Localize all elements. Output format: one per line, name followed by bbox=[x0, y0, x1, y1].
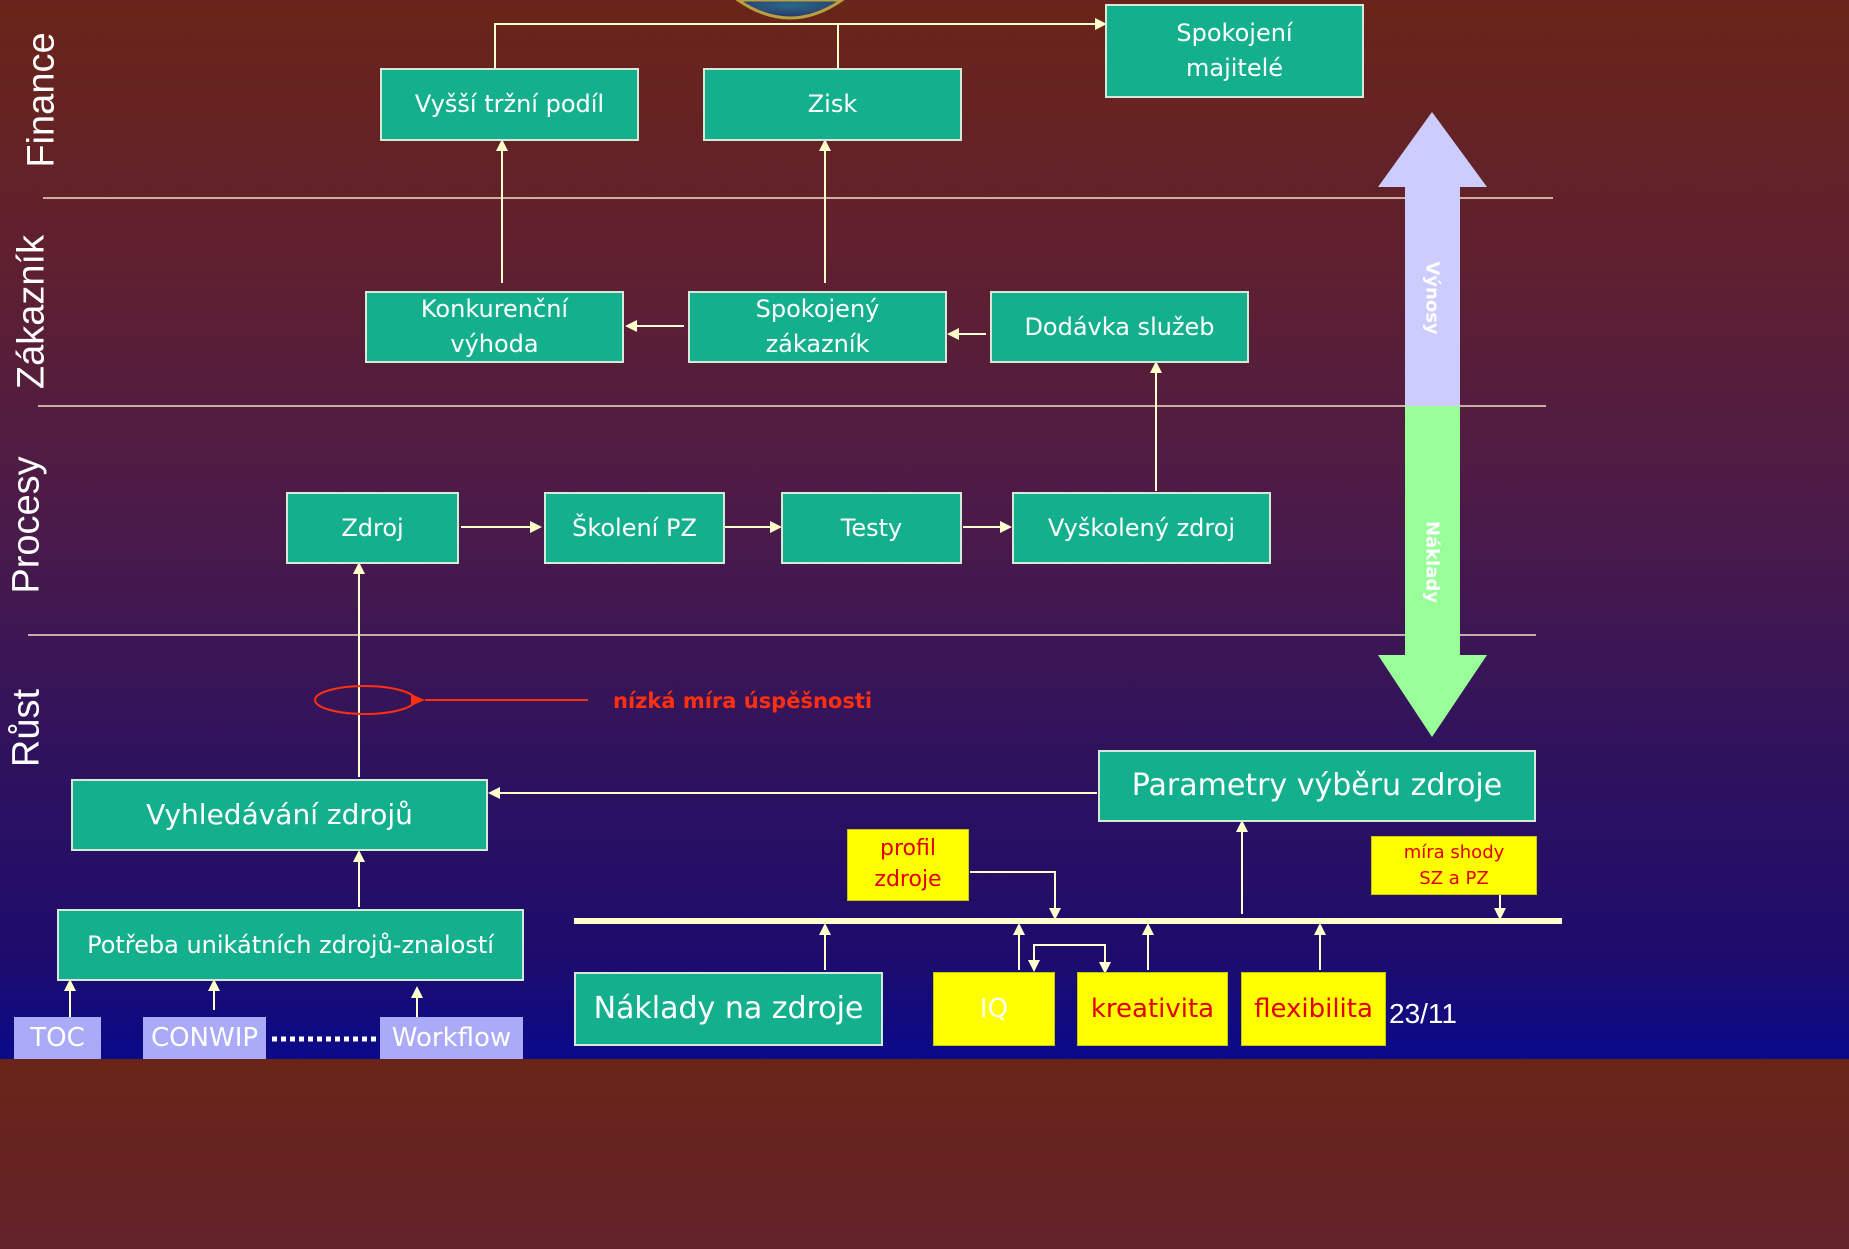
node-source: Zdroj bbox=[286, 492, 459, 564]
node-service-delivery: Dodávka služeb bbox=[990, 291, 1249, 363]
node-satisfied-customer-label: Spokojený zákazník bbox=[755, 295, 880, 358]
node-tests: Testy bbox=[781, 492, 962, 564]
node-profit: Zisk bbox=[703, 68, 962, 141]
node-source-costs: Náklady na zdroje bbox=[574, 972, 883, 1046]
node-satisfied-customer: Spokojený zákazník bbox=[688, 291, 947, 363]
lane-label-finance: Finance bbox=[20, 32, 63, 168]
revenue-label: Výnosy bbox=[1421, 261, 1443, 335]
method-toc: TOC bbox=[14, 1017, 101, 1059]
node-selection-parameters: Parametry výběru zdroje bbox=[1098, 750, 1536, 822]
method-conwip: CONWIP bbox=[143, 1017, 266, 1059]
globe-logo bbox=[735, 0, 845, 20]
node-source-profile-label: profil zdroje bbox=[874, 836, 942, 892]
diagram-connectors bbox=[28, 0, 1562, 1017]
node-flexibility: flexibilita bbox=[1241, 972, 1386, 1046]
node-creativity: kreativita bbox=[1077, 972, 1228, 1046]
problem-highlight-ellipse bbox=[314, 685, 416, 715]
node-competitive-advantage: Konkurenční výhoda bbox=[365, 291, 624, 363]
lane-label-customer: Zákazník bbox=[10, 234, 53, 390]
node-market-share: Vyšší tržní podíl bbox=[380, 68, 639, 141]
node-training: Školení PZ bbox=[544, 492, 725, 564]
node-source-search: Vyhledávání zdrojů bbox=[71, 779, 488, 851]
page-number: 23/11 bbox=[1389, 998, 1457, 1029]
cost-label: Náklady bbox=[1421, 520, 1443, 604]
revenue-cost-arrow bbox=[1378, 112, 1487, 737]
node-owners-satisfied: Spokojení majitelé bbox=[1105, 4, 1364, 98]
method-workflow: Workflow bbox=[380, 1017, 523, 1059]
node-competitive-advantage-label: Konkurenční výhoda bbox=[420, 295, 569, 358]
connector-lines bbox=[64, 18, 1562, 1017]
node-match-rate-label: míra shody SZ a PZ bbox=[1403, 842, 1505, 889]
node-unique-need: Potřeba unikátních zdrojů-znalostí bbox=[57, 909, 524, 981]
node-trained-source: Vyškolený zdroj bbox=[1012, 492, 1271, 564]
lane-label-growth: Růst bbox=[5, 688, 48, 768]
node-iq: IQ bbox=[933, 972, 1055, 1046]
lane-separators bbox=[28, 197, 1553, 636]
lane-label-processes: Procesy bbox=[5, 456, 48, 594]
node-owners-satisfied-label: Spokojení majitelé bbox=[1176, 19, 1293, 82]
node-source-profile: profil zdroje bbox=[847, 829, 969, 901]
node-match-rate: míra shody SZ a PZ bbox=[1371, 836, 1537, 895]
annotation-low-success: nízká míra úspěšnosti bbox=[613, 689, 873, 713]
